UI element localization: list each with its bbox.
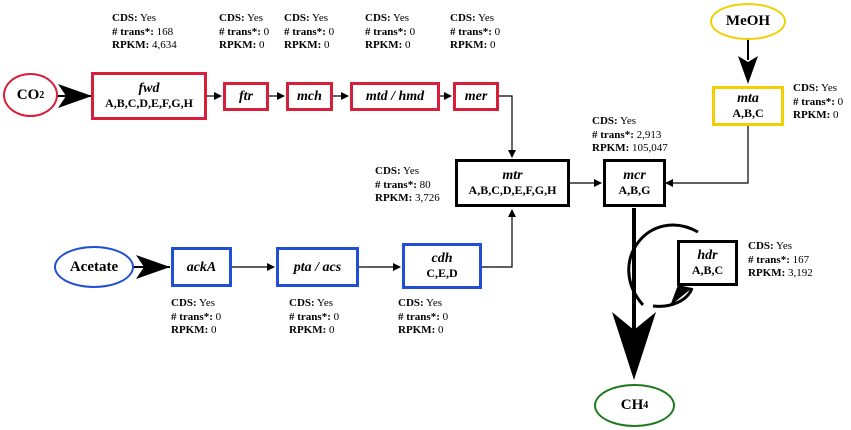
gene-subunits: A,B,G [618,183,651,197]
gene-name: mtr [502,168,523,183]
gene-subunits: A,B,C [691,263,724,277]
gene-name: fwd [138,81,160,96]
stats-acka: CDS: Yes # trans*: 0 RPKM: 0 [171,297,222,336]
mer-to-mtr-arrow [499,95,516,158]
gene-box-mch: mch [286,82,333,111]
meoh-oval: MeOH [710,3,786,40]
gene-box-hdr: hdr A,B,C [677,240,738,286]
stats-fwd: CDS: Yes # trans*: 168 RPKM: 4,634 [112,12,177,51]
gene-box-mtr: mtr A,B,C,D,E,F,G,H [455,159,570,207]
gene-box-mta: mta A,B,C [712,86,784,126]
gene-box-pta-acs: pta / acs [276,247,359,287]
gene-subunits: C,E,D [426,266,458,280]
stats-ftr: CDS: Yes # trans*: 0 RPKM: 0 [219,12,270,51]
gene-name: ackA [186,259,217,275]
gene-name: ftr [239,89,253,104]
hdr-loop-arrowhead [670,285,692,306]
gene-name: mcr [623,168,646,183]
gene-box-ftr: ftr [223,82,269,111]
acetate-arrowhead [136,255,170,279]
cdh-to-mtr-arrow [482,209,516,268]
acetate-oval: Acetate [54,246,134,288]
gene-box-cdh: cdh C,E,D [402,243,482,289]
stats-mtr: CDS: Yes # trans*: 80 RPKM: 3,726 [375,165,440,204]
gene-name: mtd / hmd [365,89,425,104]
stats-mch: CDS: Yes # trans*: 0 RPKM: 0 [284,12,335,51]
gene-box-mtd-hmd: mtd / hmd [350,82,440,111]
gene-name: mta [737,91,759,106]
gene-name: cdh [431,251,453,266]
gene-name: hdr [697,248,718,263]
gene-subunits: A,B,C,D,E,F,G,H [105,96,193,110]
gene-subunits: A,B,C,D,E,F,G,H [468,183,557,197]
stats-hdr: CDS: Yes # trans*: 167 RPKM: 3,192 [748,240,813,279]
stats-pta-acs: CDS: Yes # trans*: 0 RPKM: 0 [289,297,340,336]
hdr-loop-return [652,287,694,308]
gene-subunits: A,B,C [732,106,764,120]
gene-name: mer [464,89,488,104]
gene-name: mch [297,89,322,104]
gene-name: pta / acs [293,259,342,275]
stats-mcr: CDS: Yes # trans*: 2,913 RPKM: 105,047 [592,115,668,154]
stats-mta: CDS: Yes # trans*: 0 RPKM: 0 [793,82,844,121]
gene-box-fwd: fwd A,B,C,D,E,F,G,H [91,72,207,120]
co2-arrowhead [58,84,92,108]
gene-box-mer: mer [453,82,499,111]
gene-box-acka: ackA [171,247,232,287]
hdr-loop-arc [627,223,699,306]
stats-mtd-hmd: CDS: Yes # trans*: 0 RPKM: 0 [365,12,416,51]
stats-mer: CDS: Yes # trans*: 0 RPKM: 0 [450,12,501,51]
mta-to-mcr-arrow [665,125,749,187]
stats-cdh: CDS: Yes # trans*: 0 RPKM: 0 [398,297,449,336]
gene-box-mcr: mcr A,B,G [603,159,666,207]
meoh-arrowhead [738,56,758,84]
ch4-arrowhead [612,312,656,380]
